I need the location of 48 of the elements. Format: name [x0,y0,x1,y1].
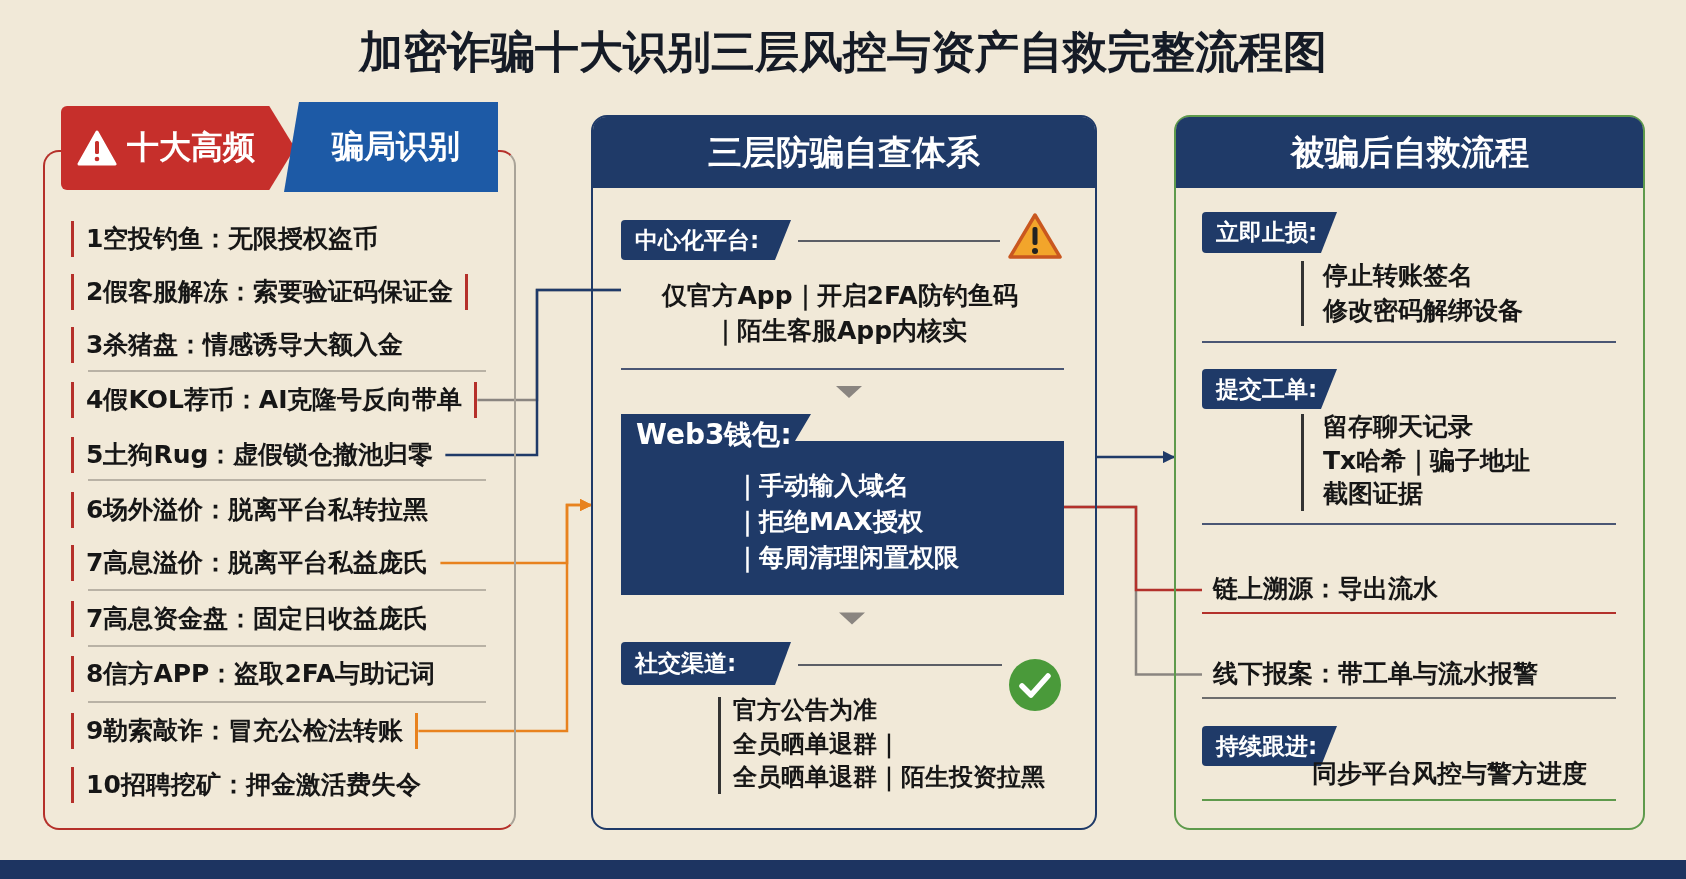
list-item: 链上溯源：导出流水 [1202,566,1616,614]
section-heading: Web3钱包: [636,417,792,453]
list-item: 4假KOL荐币：AI克隆号反向带单 [71,382,478,418]
chevron-arrow [839,612,865,625]
body-text: Tx哈希｜骗子地址 [1323,444,1531,477]
section-tag: 提交工单: [1202,369,1337,409]
body-text: ｜拒绝MAX授权 [735,506,923,539]
list-item: 3杀猪盘：情感诱导大额入金 [71,327,416,363]
body-text: ｜每周清理闲置权限 [735,542,959,575]
list-item: 8信方APP：盗取2FA与助记词 [71,656,448,692]
arrow [418,498,593,733]
banner-heading: 十大高频 [127,127,255,168]
banner-heading: 骗局识别 [284,102,498,192]
body-text: 停止转账签名 [1323,260,1473,292]
list-item: 7高息溢价：脱离平台私益庞氏 [71,545,441,581]
body-text: 全员晒单退群｜ [733,728,901,761]
list-item: 线下报案：带工单与流水报警 [1202,650,1616,699]
body-text: 截图证据 [1323,478,1423,510]
body-text: 官方公告为准 [733,695,877,726]
arrow [1097,450,1176,464]
panel [591,115,1097,830]
panel [1174,115,1645,830]
body-text: 修改密码解绑设备 [1323,295,1523,327]
panel-title: 三层防骗自查体系 [708,130,980,174]
body-text: 仅官方App｜开启2FA防钓鱼码｜陌生客服App内核实 [660,280,1019,348]
section [621,414,1064,595]
list-item: 2假客服解冻：索要验证码保证金 [71,274,469,310]
body-text: 全员晒单退群｜陌生投资拉黑 [733,762,1045,794]
section [1202,369,1616,525]
panel-title: 被骗后自救流程 [1290,130,1529,174]
list-item: 9勒索敲诈：冒充公检法转账 [71,713,419,749]
body-text: ｜手动输入域名 [735,470,909,503]
connector [445,288,621,457]
list-item: 5土狗Rug：虚假锁仓撤池归零 [71,437,446,473]
list-item: 7高息资金盘：固定日收益庞氏 [71,601,441,637]
section-tag: 社交渠道: [621,642,791,685]
chevron-arrow [836,386,862,398]
section-tag: 中心化平台: [621,220,791,260]
list-item: 1空投钓鱼：无限授权盗币 [71,221,391,257]
panel [43,102,516,830]
section [1202,726,1616,801]
list-item: 6场外溢价：脱离平台私转拉黑 [71,492,441,528]
body-text: 留存聊天记录 [1323,411,1473,443]
section [1202,212,1616,343]
title: 加密诈骗十大识别三层风控与资产自救完整流程图 [359,25,1327,79]
list-item: 10招聘挖矿：押金激活费失令 [71,767,433,803]
section-tag: 立即止损: [1202,212,1337,253]
connector [1064,505,1202,592]
